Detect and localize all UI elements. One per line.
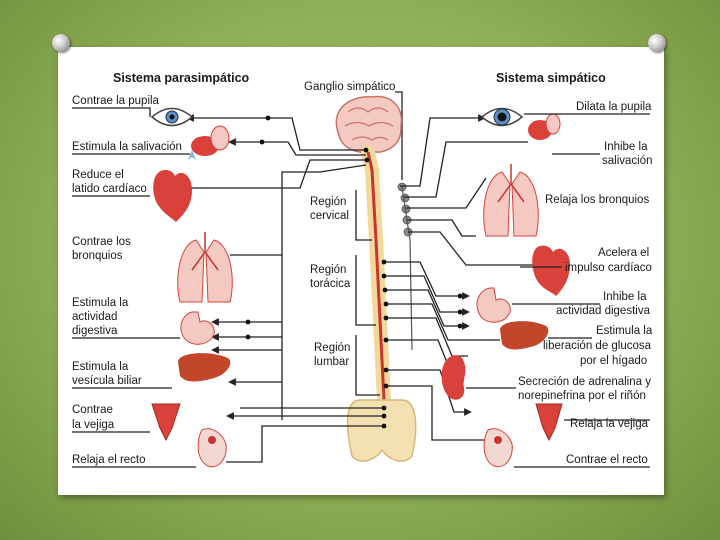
stomach-icon (180, 311, 215, 345)
label-contract-bladder-1: Contrae (72, 404, 113, 416)
label-adrenaline-1: Secreción de adrenalina y (518, 376, 651, 388)
salivary-gland-icon (528, 113, 561, 140)
label-gallbladder-1: Estimula la (72, 361, 129, 373)
brain-icon (335, 95, 403, 153)
label-relax-bronchi: Relaja los bronquios (545, 194, 649, 206)
label-reduce-heart-1: Reduce el (72, 169, 124, 181)
sympathetic-nerves (384, 114, 540, 441)
sympathetic-title: Sistema simpático (496, 71, 606, 85)
salivary-gland-icon (188, 125, 230, 160)
ganglion-label: Ganglio simpático (304, 81, 395, 93)
label-gallbladder-2: vesícula biliar (72, 375, 142, 387)
label-stimulate-digestive-3: digestiva (72, 325, 118, 337)
heart-icon (153, 170, 192, 222)
rectum-icon (483, 428, 513, 468)
label-contract-pupil: Contrae la pupila (72, 95, 160, 107)
pin-icon (52, 34, 70, 52)
cervical-bracket (355, 190, 372, 241)
lumbar-bracket (355, 335, 380, 396)
thoracic-bracket (355, 255, 376, 326)
label-inhibit-saliva-2: salivación (602, 155, 653, 167)
region-cervical-line2: cervical (310, 210, 349, 222)
pelvis-icon (346, 399, 417, 462)
region-thoracic-line2: torácica (310, 278, 351, 290)
label-relax-rectum: Relaja el recto (72, 454, 146, 466)
bladder-icon (535, 403, 563, 442)
kidney-icon (441, 355, 466, 400)
label-contract-rectum: Contrae el recto (566, 454, 648, 466)
label-inhibit-saliva-1: Inhibe la (604, 141, 648, 153)
pin-icon (648, 34, 666, 52)
left-leader-lines (72, 107, 196, 468)
stomach-icon (476, 287, 511, 323)
label-relax-bladder: Relaja la vejiga (570, 418, 649, 430)
ganglion-pointer (395, 91, 403, 180)
lungs-icon (177, 232, 233, 303)
label-dilate-pupil: Dilata la pupila (576, 101, 652, 113)
label-stimulate-digestive-1: Estimula la (72, 297, 129, 309)
region-thoracic-line1: Región (310, 264, 346, 276)
bladder-icon (151, 403, 181, 442)
right-leader-lines (466, 113, 650, 468)
label-inhibit-digestive-2: actividad digestiva (556, 305, 651, 317)
label-contract-bronchi-2: bronquios (72, 250, 123, 262)
label-liver-2: liberación de glucosa (543, 340, 652, 352)
eye-icon (480, 107, 524, 127)
label-stimulate-digestive-2: actividad (72, 311, 117, 323)
synapse-dots (245, 115, 463, 429)
lungs-icon (483, 164, 539, 237)
liver-icon (500, 321, 549, 350)
label-accelerate-heart-2: impulso cardíaco (565, 262, 652, 274)
heart-icon (532, 245, 570, 296)
liver-icon (178, 353, 231, 382)
label-liver-1: Estimula la (596, 325, 653, 337)
region-lumbar-line1: Región (314, 342, 350, 354)
label-stimulate-saliva: Estimula la salivación (72, 141, 182, 153)
label-reduce-heart-2: latido cardíaco (72, 183, 147, 195)
region-lumbar-line2: lumbar (314, 356, 349, 368)
label-contract-bladder-2: la vejiga (72, 419, 115, 431)
parasympathetic-title: Sistema parasimpático (113, 71, 250, 85)
label-accelerate-heart-1: Acelera el (598, 247, 649, 259)
eye-icon (150, 107, 194, 127)
label-adrenaline-2: norepinefrina por el riñón (518, 390, 646, 402)
label-inhibit-digestive-1: Inhibe la (603, 291, 647, 303)
label-liver-3: por el hígado (580, 355, 647, 367)
rectum-icon (197, 428, 227, 468)
region-cervical-line1: Región (310, 196, 346, 208)
label-contract-bronchi-1: Contrae los (72, 236, 131, 248)
spinal-cord (361, 145, 391, 407)
